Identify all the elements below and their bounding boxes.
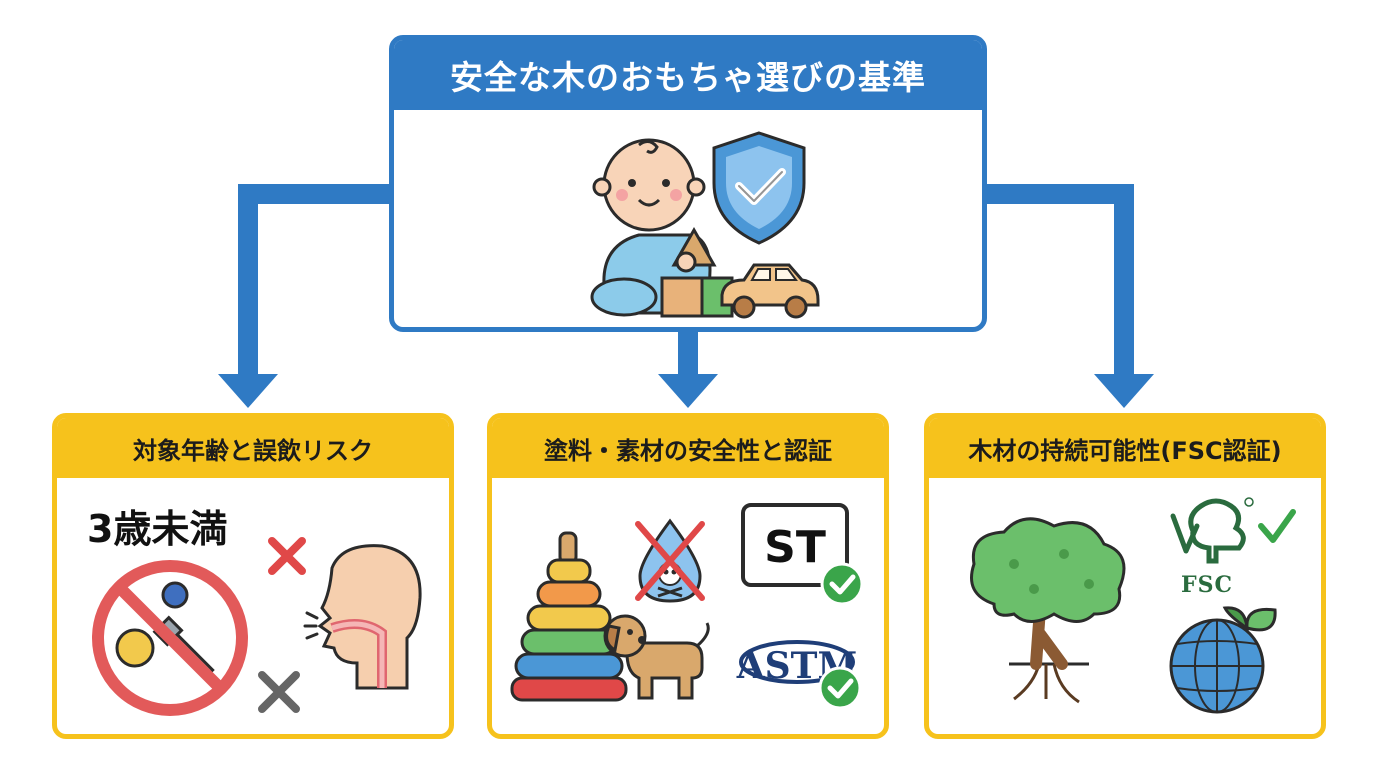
arrow-left-head <box>218 374 278 408</box>
card-title: 塗料・素材の安全性と認証 <box>492 418 884 478</box>
choking-throat-icon <box>303 544 422 690</box>
main-criteria-box: 安全な木のおもちゃ選びの基準 <box>389 35 987 332</box>
fsc-label: FSC <box>1181 572 1234 598</box>
tree-icon <box>970 517 1126 704</box>
cross-icon <box>268 537 306 575</box>
page-title: 安全な木のおもちゃ選びの基準 <box>394 40 982 110</box>
age-label: 3歳未満 <box>87 507 228 551</box>
arrow-right-head <box>1094 374 1154 408</box>
no-toxic-drop-icon <box>635 518 705 603</box>
card-title: 対象年齢と誤飲リスク <box>57 418 449 478</box>
toy-dog-icon <box>603 614 710 700</box>
shield-check-icon <box>712 131 806 245</box>
globe-leaf-icon <box>1169 606 1277 714</box>
fsc-logo-icon <box>1170 497 1296 564</box>
stacking-rings-icon <box>510 531 628 702</box>
card-age-choking: 対象年齢と誤飲リスク 3歳未満 <box>52 413 454 739</box>
connector-right-horizontal <box>982 184 1134 204</box>
st-mark-text: ST <box>764 522 826 573</box>
card-sustainability: 木材の持続可能性(FSC認証) FSC <box>924 413 1326 739</box>
no-small-parts-icon <box>92 560 248 716</box>
connector-right-vertical <box>1114 184 1134 384</box>
st-mark-icon: ST <box>741 503 864 606</box>
card-title: 木材の持続可能性(FSC認証) <box>929 418 1321 478</box>
cross-icon <box>258 671 300 713</box>
arrow-center-head <box>658 374 718 408</box>
toy-car-icon <box>720 263 820 319</box>
card-paint-material: 塗料・素材の安全性と認証 <box>487 413 889 739</box>
connector-left-horizontal <box>238 184 394 204</box>
astm-mark-icon: ASTM <box>736 640 862 710</box>
connector-center-vertical <box>678 330 698 380</box>
wooden-block-icon <box>660 226 734 318</box>
connector-left-vertical <box>238 184 258 384</box>
